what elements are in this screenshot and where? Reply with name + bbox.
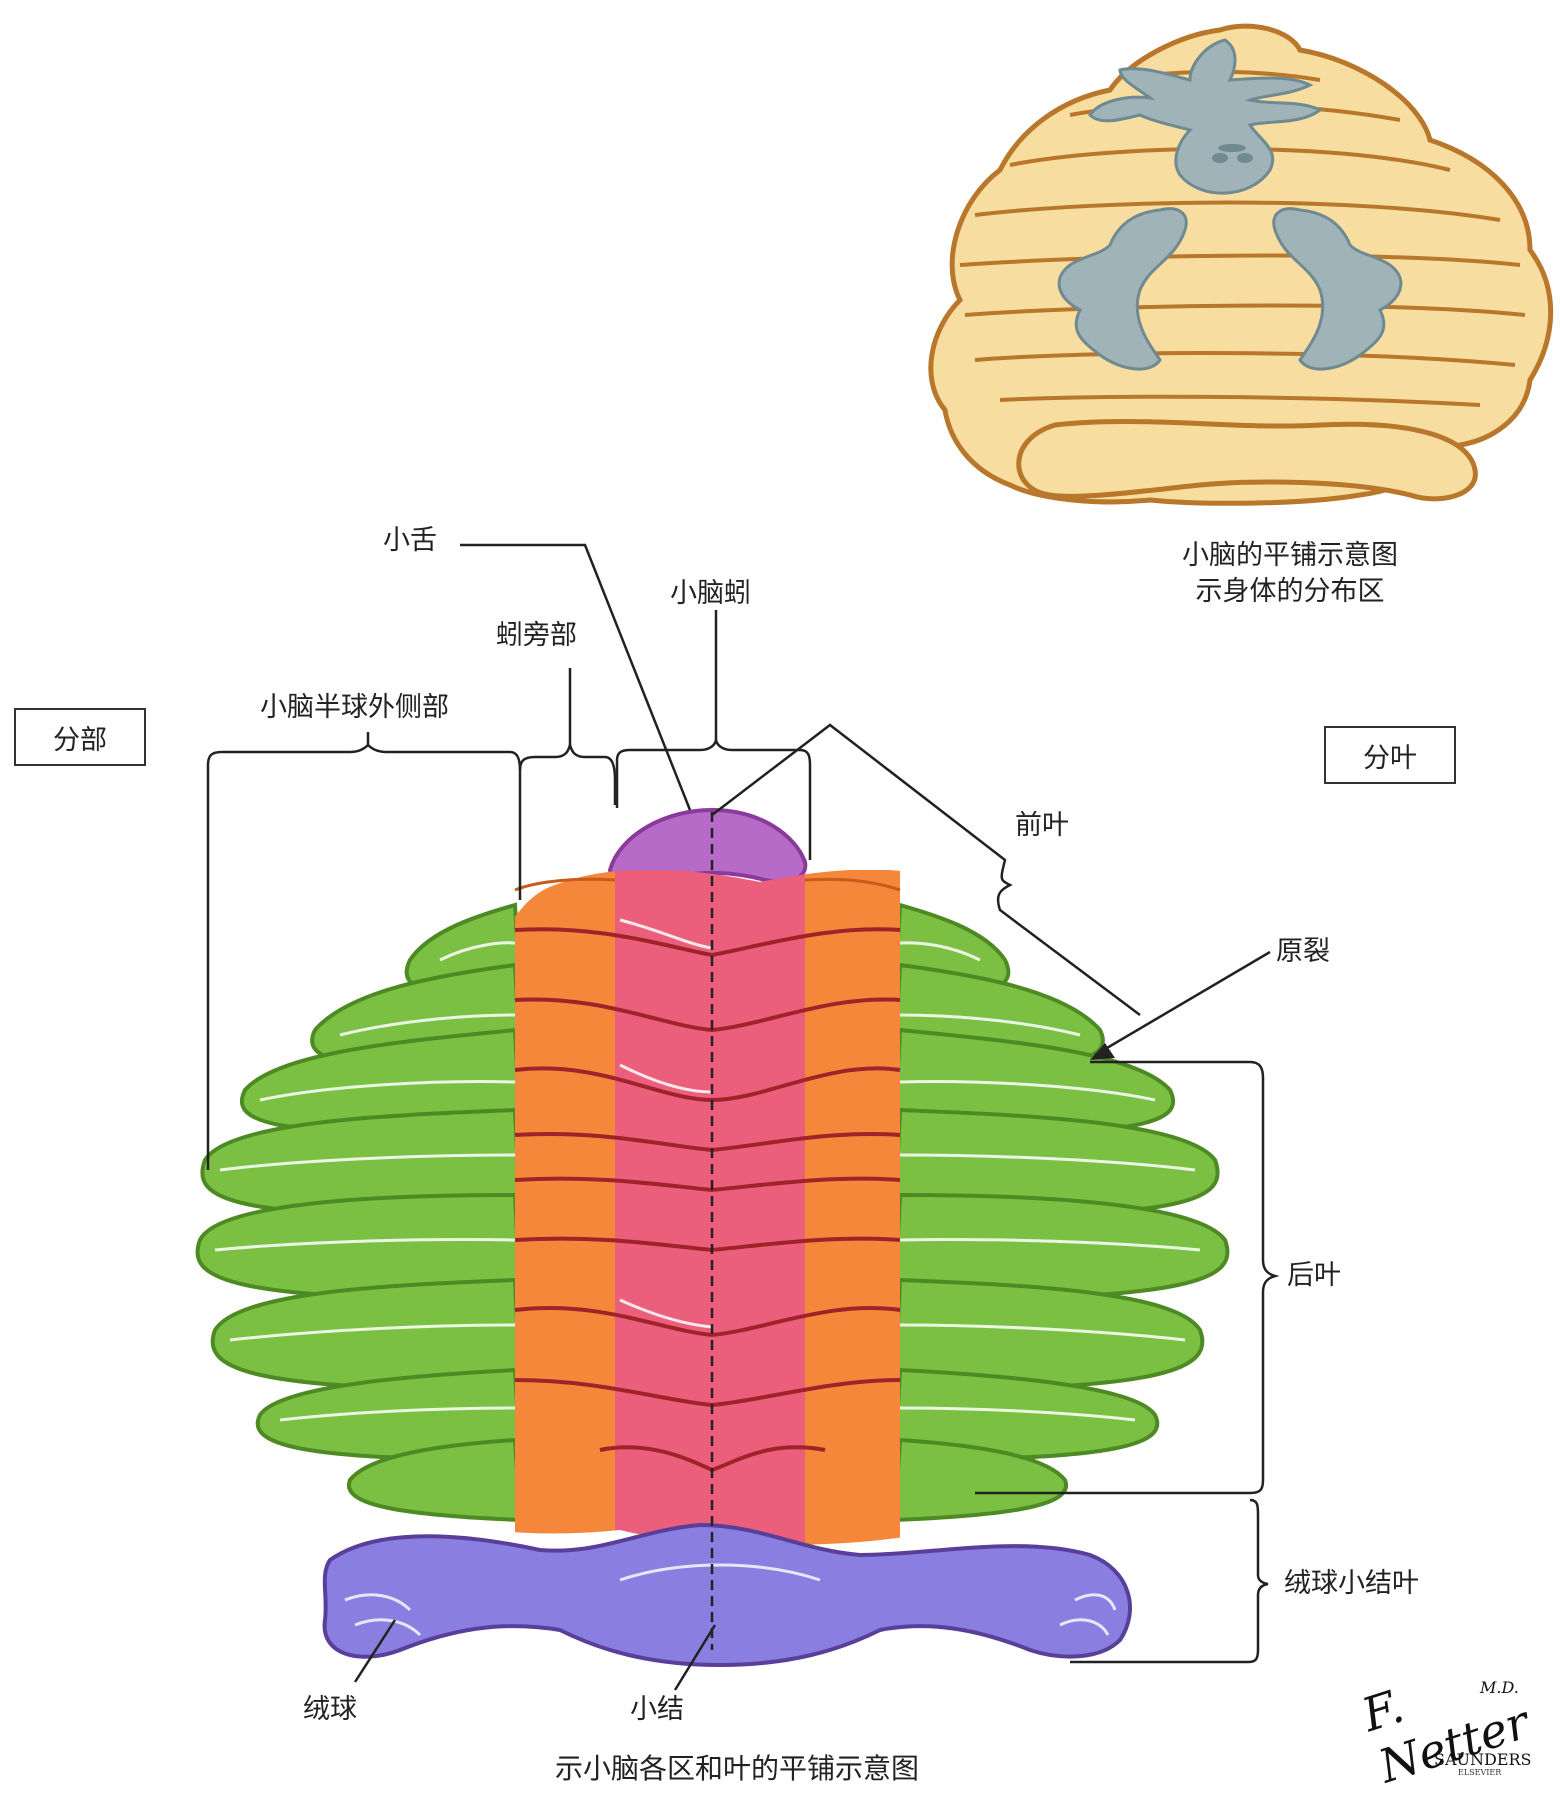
publisher-imprint: ELSEVIER xyxy=(1458,1768,1501,1777)
lobes-box: 分叶 xyxy=(1324,726,1456,784)
signature: F. Netter M.D. SAUNDERS ELSEVIER xyxy=(1350,1640,1550,1780)
label-paravermis: 蚓旁部 xyxy=(496,622,577,649)
label-anterior-lobe: 前叶 xyxy=(1015,812,1069,839)
publisher-name: SAUNDERS xyxy=(1434,1750,1532,1769)
label-vermis: 小脑蚓 xyxy=(670,580,751,607)
inset-caption-line1: 小脑的平铺示意图 xyxy=(1150,538,1430,574)
main-cerebellum xyxy=(197,810,1227,1665)
inset-caption: 小脑的平铺示意图 示身体的分布区 xyxy=(1150,538,1430,611)
inset-caption-line2: 示身体的分布区 xyxy=(1150,574,1430,610)
signature-suffix: M.D. xyxy=(1480,1678,1519,1697)
divisions-box: 分部 xyxy=(14,708,146,766)
label-lingula: 小舌 xyxy=(383,527,437,554)
label-flocculus: 绒球 xyxy=(303,1696,357,1723)
inset-diagram xyxy=(931,26,1551,503)
label-nodulus: 小结 xyxy=(630,1696,684,1723)
label-posterior-lobe: 后叶 xyxy=(1287,1262,1341,1289)
label-primary-fissure: 原裂 xyxy=(1276,938,1330,965)
label-lateral-hemisphere: 小脑半球外侧部 xyxy=(260,694,449,721)
flocculonodular-region xyxy=(325,1525,1130,1665)
figure-caption: 示小脑各区和叶的平铺示意图 xyxy=(555,1755,919,1783)
label-flocculonodular-lobe: 绒球小结叶 xyxy=(1284,1570,1419,1597)
